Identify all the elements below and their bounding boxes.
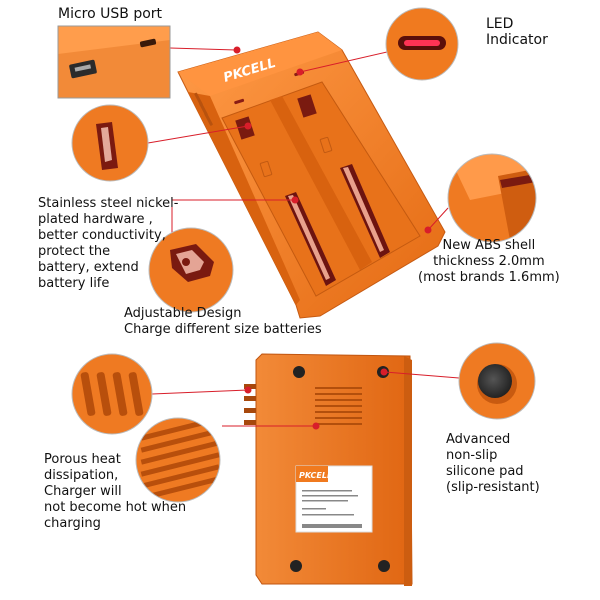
callout-dots <box>233 46 432 430</box>
vent-inset <box>71 353 153 435</box>
charger-back: PKCELL <box>244 353 413 586</box>
led-indicator-label: LED Indicator <box>486 16 548 48</box>
heat-dissipation-label: Porous heat dissipation, Charger will no… <box>44 452 187 531</box>
micro-usb-inset <box>57 25 171 99</box>
charger-front: PKCELL <box>177 31 446 319</box>
hardware-inset <box>71 104 149 182</box>
abs-shell-label: New ABS shell thickness 2.0mm (most bran… <box>418 238 560 285</box>
stainless-hardware-label: Stainless steel nickel- plated hardware … <box>38 196 179 291</box>
abs-shell-inset <box>447 153 537 243</box>
silicone-pad-label: Advanced non-slip silicone pad (slip-res… <box>446 432 540 495</box>
led-inset <box>385 7 459 81</box>
micro-usb-label: Micro USB port <box>58 6 163 22</box>
grill-inset <box>135 417 221 503</box>
adjustable-inset <box>148 227 234 313</box>
adjustable-design-label: Adjustable Design Charge different size … <box>124 306 322 337</box>
silicone-pad-inset <box>458 342 536 420</box>
pkcell-logo-sticker: PKCELL <box>299 471 332 480</box>
